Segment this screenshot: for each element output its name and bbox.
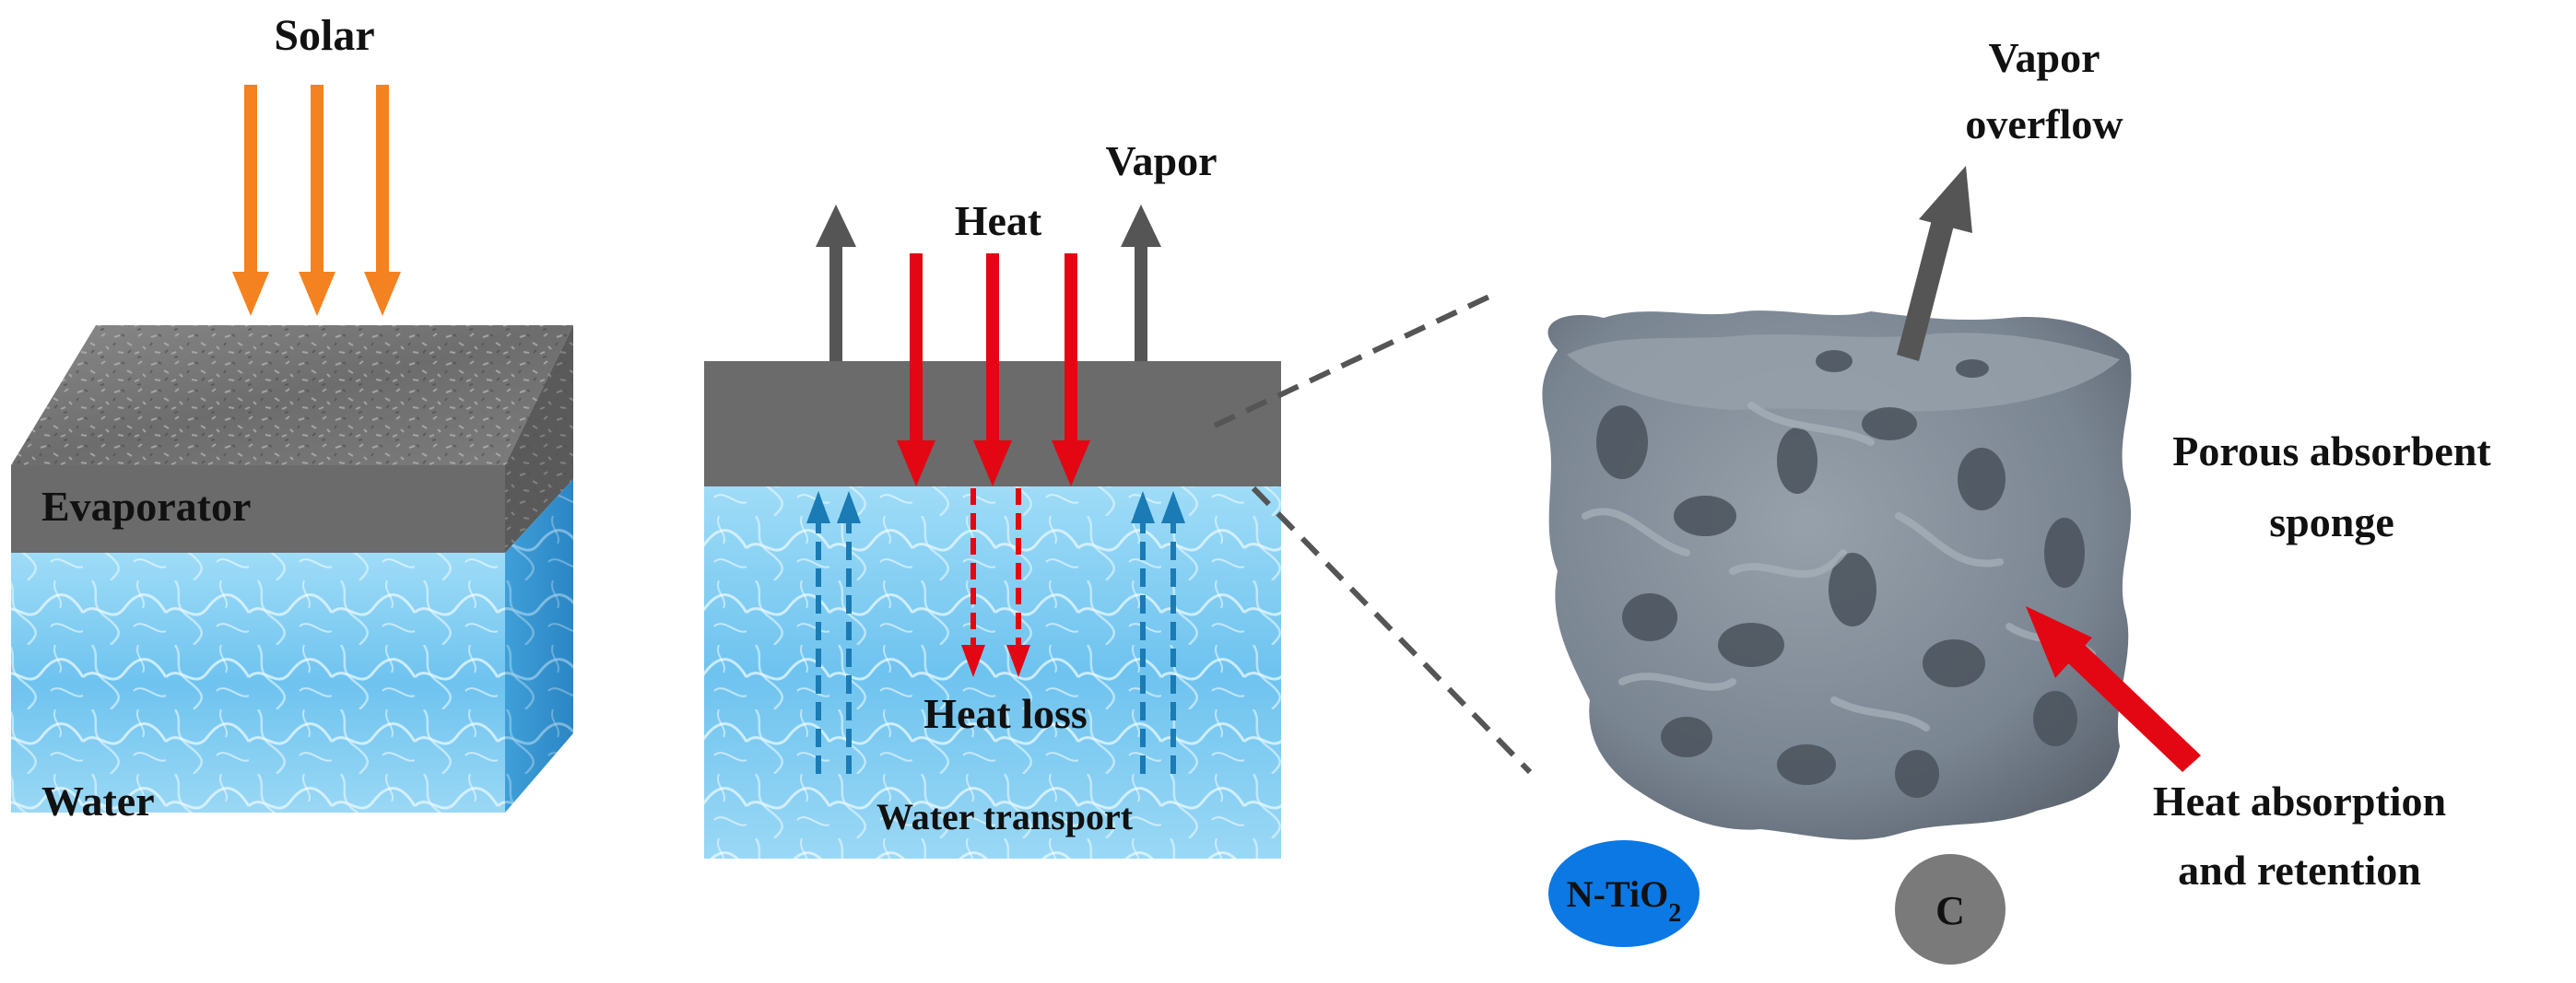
zoom-line-upper <box>1213 292 1495 428</box>
water-transport-arrow <box>806 491 830 774</box>
solar-arrows <box>232 85 401 316</box>
solar-arrow <box>299 85 335 316</box>
water-transport-arrows <box>806 491 1185 774</box>
ntio2-particle: N-TiO2 <box>1548 840 1700 947</box>
heat-absorption-label-line2: and retention <box>2178 847 2421 894</box>
panel-cross-section: Vapor Heat Heat loss Water transport <box>704 137 1281 859</box>
vapor-overflow-label-line2: overflow <box>1965 100 2123 147</box>
ntio2-ellipse <box>1548 840 1700 947</box>
water-transport-arrow <box>1161 491 1185 774</box>
heat-loss-arrow <box>961 488 985 677</box>
sponge-label-line1: Porous absorbent <box>2172 427 2491 474</box>
panel-evaporator-block: Solar Evaporator Water <box>11 11 573 825</box>
water-label: Water <box>41 778 155 825</box>
solar-arrow <box>232 85 269 316</box>
carbon-particle: C <box>1895 854 2006 965</box>
vapor-arrows <box>816 205 1161 361</box>
solar-label: Solar <box>274 11 374 60</box>
heat-loss-label: Heat loss <box>923 690 1088 737</box>
heat-arrows <box>897 253 1090 486</box>
heat-arrow <box>973 253 1012 486</box>
vapor-arrow <box>1121 205 1161 361</box>
heat-loss-arrow <box>1006 488 1030 677</box>
heat-arrow <box>897 253 935 486</box>
water-caustics-front <box>11 553 505 813</box>
water-transport-arrow <box>837 491 861 774</box>
heat-absorption-label-line1: Heat absorption <box>2153 778 2446 825</box>
vapor-overflow-label-line1: Vapor <box>1989 34 2100 81</box>
evaporator-label: Evaporator <box>41 483 251 530</box>
heat-arrow <box>1052 253 1090 486</box>
evaporator-front-face <box>11 465 505 553</box>
zoom-connector-lines <box>1213 292 1533 775</box>
ntio2-label: N-TiO2 <box>1567 873 1681 928</box>
water-section-caustics <box>704 486 1281 859</box>
water-transport-label: Water transport <box>876 796 1134 837</box>
heat-absorption-arrow <box>2026 606 2201 772</box>
sponge-label-line2: sponge <box>2269 498 2394 545</box>
carbon-circle <box>1895 854 2006 965</box>
evaporator-side-texture <box>505 325 573 553</box>
vapor-label: Vapor <box>1106 137 1217 184</box>
carbon-label: C <box>1935 888 1965 933</box>
solar-arrow <box>364 85 401 316</box>
vapor-overflow-arrow <box>1897 166 1972 361</box>
vapor-arrow <box>816 205 856 361</box>
evaporator-top-texture <box>11 325 573 465</box>
porous-sponge-illustration <box>1542 310 2132 840</box>
heat-label: Heat <box>955 197 1042 244</box>
water-caustics-side <box>505 479 573 813</box>
water-transport-arrow <box>1131 491 1155 774</box>
heat-loss-arrows <box>961 488 1030 677</box>
zoom-line-lower <box>1251 486 1533 775</box>
panel-porous-sponge: N-TiO2 C Vapor overflow Porous absorbent… <box>1542 34 2491 965</box>
